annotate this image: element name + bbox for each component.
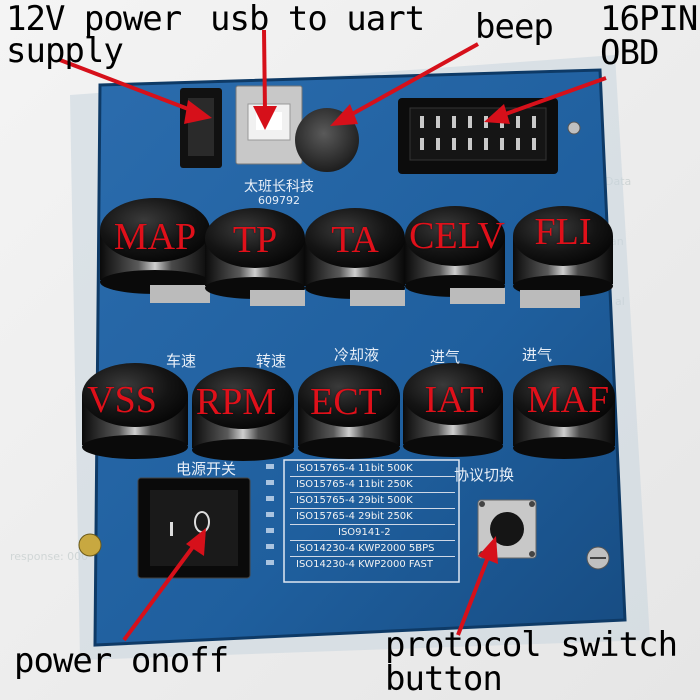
protocol-leds bbox=[266, 464, 274, 565]
annotation-obd-line2: OBD bbox=[600, 33, 659, 73]
knob-celv bbox=[405, 206, 505, 304]
knob-label-iat: IAT bbox=[424, 379, 484, 421]
annotation-protocol-switch-line1: protocol switch bbox=[385, 625, 678, 665]
annotation-power-supply-line1: 12V power bbox=[6, 0, 182, 39]
power-switch-label: 电源开关 bbox=[176, 460, 237, 478]
knob-tp bbox=[205, 208, 305, 306]
knob-label-fli: FLI bbox=[534, 211, 592, 253]
annotation-arrows bbox=[59, 29, 607, 642]
power-switch bbox=[137, 477, 251, 579]
annotation-power-onoff: power onoff bbox=[14, 641, 229, 681]
knob-label-ect: ECT bbox=[310, 381, 382, 423]
protocol-row: ISO14230-4 KWP2000 FAST bbox=[296, 559, 434, 570]
knob-iat bbox=[403, 363, 503, 457]
cn-label-speed: 车速 bbox=[166, 352, 197, 370]
protocol-row: ISO15765-4 29bit 250K bbox=[290, 509, 455, 525]
knob-label-map: MAP bbox=[113, 216, 197, 258]
knob-label-maf: MAF bbox=[526, 379, 610, 421]
annotation-obd-line1: 16PIN bbox=[600, 0, 698, 39]
bottom-knobs bbox=[82, 363, 615, 461]
protocol-row: ISO9141-2 bbox=[290, 525, 455, 541]
brand-text: 太班长科技 bbox=[244, 179, 314, 195]
knob-label-vss: VSS bbox=[87, 379, 157, 421]
knob-maf bbox=[513, 365, 615, 459]
phone-fragment: 609792 bbox=[258, 194, 300, 207]
protocol-switch-label: 协议切换 bbox=[454, 466, 515, 484]
knob-label-celv: CELV bbox=[409, 215, 505, 257]
knob-label-tp: TP bbox=[232, 219, 278, 261]
knob-rpm bbox=[192, 367, 294, 461]
mounting-screws bbox=[78, 121, 610, 570]
protocol-table-frame bbox=[283, 459, 460, 583]
annotation-usb-uart: usb to uart bbox=[210, 0, 425, 39]
knob-fli bbox=[513, 206, 613, 308]
obd-connector bbox=[398, 98, 558, 174]
knob-label-ta: TA bbox=[331, 219, 379, 261]
knob-label-rpm: RPM bbox=[195, 381, 277, 423]
knob-ta bbox=[305, 208, 405, 306]
cn-label-coolant: 冷却液 bbox=[334, 346, 380, 364]
knob-map bbox=[100, 198, 210, 303]
cn-label-rpm: 转速 bbox=[256, 352, 287, 370]
svg-text:response: 000: response: 000 bbox=[10, 550, 88, 563]
annotation-power-supply-line2: supply bbox=[6, 31, 124, 71]
protocol-row: ISO15765-4 11bit 500K bbox=[290, 461, 455, 477]
top-knobs bbox=[100, 198, 613, 308]
protocol-row: ISO14230-4 KWP2000 5BPS bbox=[290, 541, 455, 557]
knob-vss bbox=[82, 363, 188, 459]
annotation-protocol-switch-line2: button bbox=[385, 659, 503, 699]
annotation-beep: beep bbox=[475, 7, 554, 47]
cn-label-intake-1: 进气 bbox=[430, 348, 461, 366]
protocol-row: ISO15765-4 29bit 500K bbox=[290, 493, 455, 509]
cn-label-intake-2: 进气 bbox=[522, 346, 553, 364]
protocol-row: ISO15765-4 11bit 250K bbox=[290, 477, 455, 493]
knob-ect bbox=[298, 365, 400, 459]
